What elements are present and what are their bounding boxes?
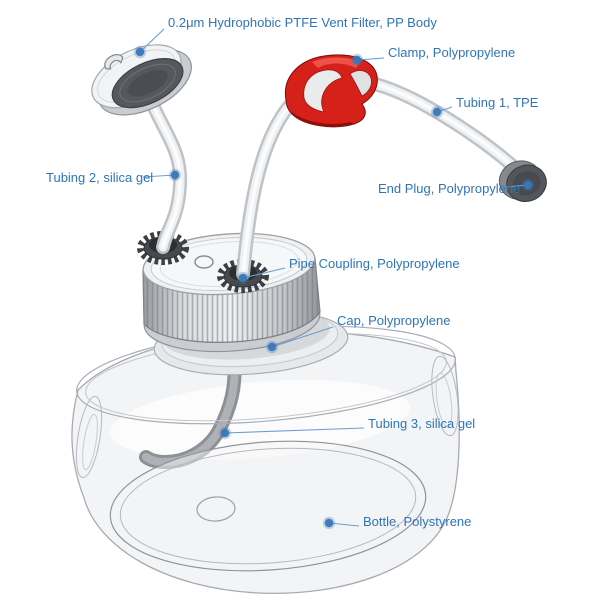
bottle-base-dish-outer	[109, 440, 427, 572]
cap-pull-ring	[194, 255, 214, 269]
bottle-details	[75, 325, 459, 572]
label-end-plug: End Plug, Polypropylene	[378, 181, 521, 196]
bottle-dimple-left	[75, 395, 103, 479]
filter-membrane-center	[127, 69, 168, 97]
bottle-highlight	[110, 379, 410, 461]
label-cap: Cap, Polypropylene	[337, 313, 451, 328]
vent-filter	[91, 44, 192, 116]
label-vent-filter: 0.2μm Hydrophobic PTFE Vent Filter, PP B…	[168, 15, 437, 30]
label-pipe-coupling: Pipe Coupling, Polypropylene	[289, 256, 460, 271]
label-clamp: Clamp, Polypropylene	[388, 45, 516, 60]
label-tubing-3: Tubing 3, silica gel	[368, 416, 476, 431]
bottle-base-circle	[196, 496, 236, 522]
label-tubing-2: Tubing 2, silica gel	[46, 170, 154, 185]
clamp-opening-right	[349, 70, 372, 97]
clamp	[284, 54, 378, 128]
tubing-2	[142, 89, 188, 254]
filter-handle	[104, 54, 124, 70]
label-tubing-1: Tubing 1, TPE	[456, 95, 539, 110]
bottle-dimple-left-inner	[82, 413, 98, 471]
filter-membrane-ring	[119, 63, 176, 103]
clamp-highlight	[312, 57, 360, 68]
tubing-3	[139, 345, 242, 470]
bottle-dimple-right	[431, 355, 459, 437]
clamp-opening-left	[303, 69, 343, 113]
end-plug	[498, 160, 547, 202]
bottle-dimple-right-inner	[435, 372, 453, 428]
label-bottle: Bottle, Polystyrene	[363, 514, 472, 529]
clamp-shadow	[292, 112, 354, 127]
bottle-base-dish-inner	[119, 447, 417, 565]
